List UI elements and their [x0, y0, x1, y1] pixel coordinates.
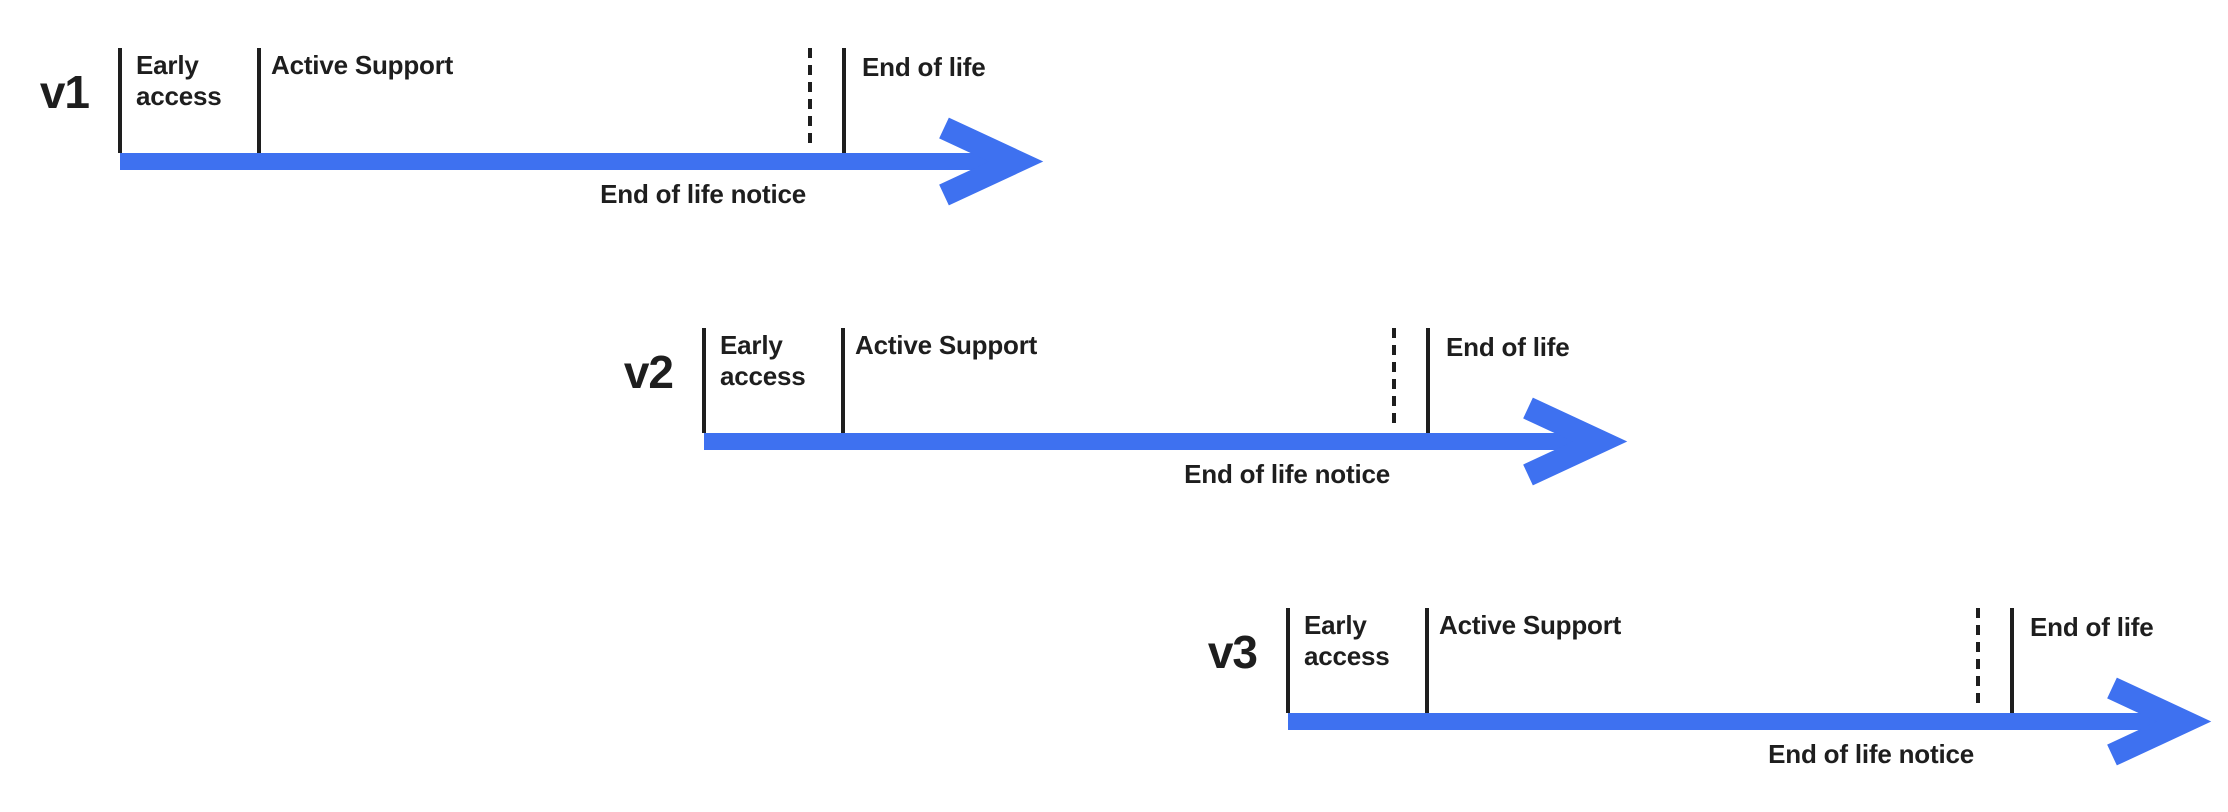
- timeline-row-v2: v2 Early access Active Support End of li…: [624, 328, 1642, 518]
- early-access-label: Early access: [720, 330, 806, 392]
- timeline-row-v1: v1 Early access Active Support End of li…: [40, 48, 1058, 238]
- end-of-life-notice-label: End of life notice: [1768, 739, 1974, 769]
- end-of-life-label: End of life: [2030, 612, 2154, 642]
- end-of-life-notice-label: End of life notice: [1184, 459, 1390, 489]
- early-access-label: Early access: [1304, 610, 1390, 672]
- timeline-graphics: [118, 48, 1044, 206]
- early-access-label: Early access: [136, 50, 222, 112]
- active-support-label: Active Support: [271, 50, 454, 80]
- end-of-life-notice-label: End of life notice: [600, 179, 806, 209]
- version-label: v3: [1207, 626, 1258, 678]
- end-of-life-label: End of life: [862, 52, 986, 82]
- version-label: v1: [39, 66, 90, 118]
- end-of-life-label: End of life: [1446, 332, 1570, 362]
- active-support-label: Active Support: [855, 330, 1038, 360]
- timeline-arrow-head-icon: [2107, 677, 2212, 766]
- active-support-label: Active Support: [1439, 610, 1622, 640]
- timeline-arrow-head-icon: [939, 117, 1044, 206]
- timeline-row-v3: v3 Early access Active Support End of li…: [1208, 608, 2226, 798]
- timeline-graphics: [1286, 608, 2212, 766]
- version-label: v2: [623, 346, 674, 398]
- timeline-graphics: [702, 328, 1628, 486]
- timeline-arrow-head-icon: [1523, 397, 1628, 486]
